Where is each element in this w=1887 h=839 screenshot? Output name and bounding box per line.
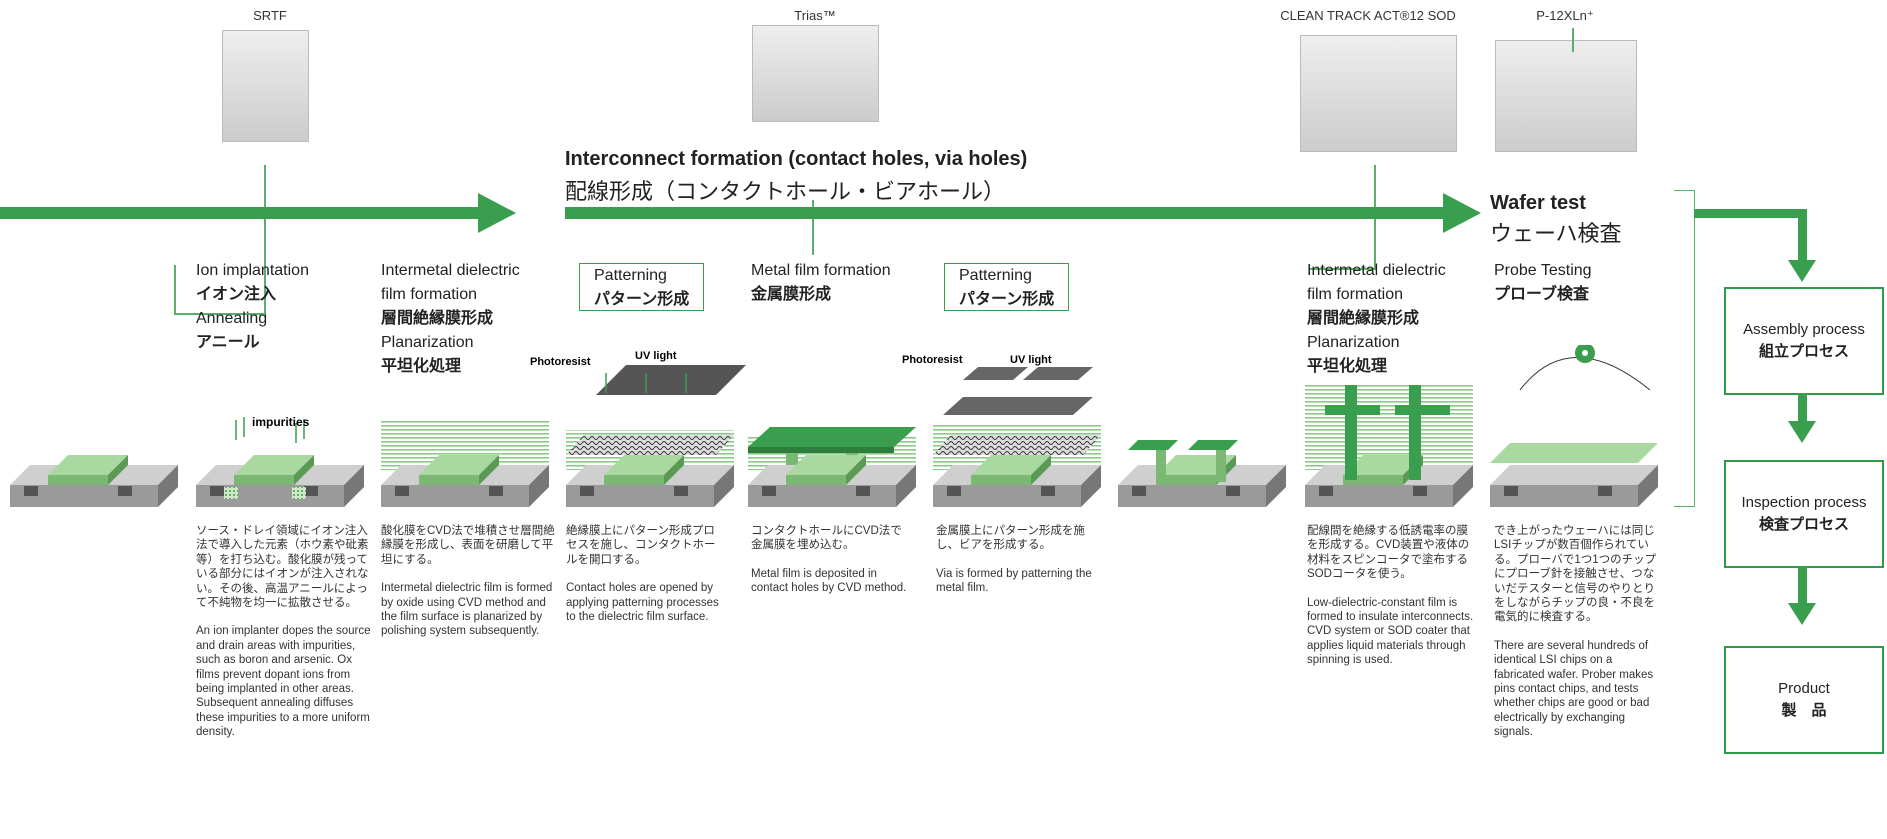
cross-section-diagrams: impurities Photoresist UV light Photores…: [10, 345, 1658, 507]
diagram-step-9: [1490, 345, 1658, 507]
flow-arrow-1-head: [1788, 260, 1816, 282]
prober-machine-image: [1495, 40, 1637, 152]
process-arrow-2-head: [1443, 193, 1481, 233]
equipment-label-clean-track: CLEAN TRACK ACT®12 SOD: [1280, 8, 1456, 23]
clean-track-connector-h: [1310, 268, 1375, 270]
equipment-label-trias: Trias™: [794, 8, 836, 23]
description-probe: でき上がったウェーハには同じLSIチップが数百個作られている。プローバで1つ1つ…: [1494, 525, 1657, 739]
description-patterning-1: 絶縁膜上にパターン形成プロセスを施し、コンタクトホールを開口する。Contact…: [566, 525, 719, 624]
srtf-machine-image: [222, 30, 309, 142]
uv-light-label-2: UV light: [1010, 354, 1052, 366]
flow-arrow-3-shaft: [1798, 566, 1807, 606]
flow-arrow-2-head: [1788, 421, 1816, 443]
interconnect-title-ja: 配線形成（コンタクトホール・ビアホール）: [565, 179, 1006, 204]
flow-arrow-1-shaft: [1798, 209, 1807, 264]
description-imd-2: 配線間を絶縁する低誘電率の膜を形成する。CVD装置や液体の材料をスピンコータで塗…: [1307, 525, 1474, 667]
srtf-connector-v: [174, 265, 176, 315]
diagram-step-8: [1305, 385, 1473, 507]
flow-arrow-2-shaft: [1798, 393, 1807, 423]
srtf-connector-h: [174, 313, 264, 315]
diagram-step-1: [10, 455, 178, 507]
equipment-label-p12xln: P-12XLn⁺: [1536, 8, 1594, 23]
photoresist-label-2: Photoresist: [902, 354, 963, 366]
flow-arrow-3-head: [1788, 603, 1816, 625]
diagram-step-4: [566, 365, 746, 507]
wafer-test-title-ja: ウェーハ検査: [1490, 221, 1622, 246]
wafer-test-title-en: Wafer test: [1490, 192, 1586, 214]
description-ion: ソース・ドレイ領域にイオン注入法で導入した元素（ホウ素や砒素等）を打ち込む。酸化…: [196, 525, 371, 739]
srtf-connector: [264, 165, 266, 315]
trias-machine-image: [752, 25, 879, 122]
wafer-test-bracket: [1674, 190, 1695, 507]
equipment-label-srtf: SRTF: [253, 8, 287, 23]
process-arrow-1-head: [478, 193, 516, 233]
diagram-step-5: [748, 427, 916, 507]
interconnect-title-en: Interconnect formation (contact holes, v…: [565, 148, 1028, 170]
description-patterning-2: 金属膜上にパターン形成を施し、ビアを形成する。Via is formed by …: [936, 525, 1092, 595]
prober-connector: [1572, 28, 1574, 52]
uv-light-label-1: UV light: [635, 350, 677, 362]
description-imd-1: 酸化膜をCVD法で堆積させ層間絶縁膜を形成し、表面を研磨して平坦にする。Inte…: [381, 525, 555, 638]
bracket-connector: [1694, 209, 1804, 218]
diagram-step-2: [196, 417, 364, 507]
process-arrow-1-shaft: [0, 207, 480, 219]
diagram-step-6: [933, 367, 1101, 507]
impurities-label: impurities: [252, 415, 310, 429]
trias-connector: [812, 200, 814, 255]
description-metal-film: コンタクトホールにCVD法で金属膜を埋め込む。Metal film is dep…: [751, 525, 907, 595]
diagram-step-7: [1118, 440, 1286, 507]
diagram-step-3: [381, 420, 549, 507]
process-arrow-2-shaft: [565, 207, 1445, 219]
photoresist-label-1: Photoresist: [530, 356, 591, 368]
clean-track-machine-image: [1300, 35, 1457, 152]
